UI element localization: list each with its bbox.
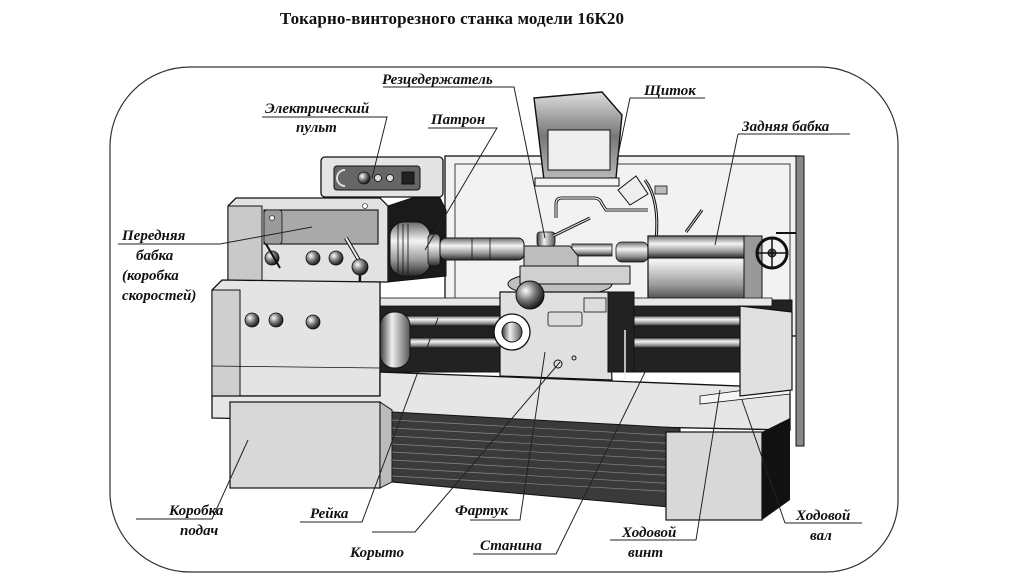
label-lead-screw-2: винт <box>628 545 663 561</box>
diagram-title-text: Токарно-винторезного станка модели 16К20 <box>279 9 625 28</box>
label-headstock-3: (коробка <box>122 268 179 284</box>
label-rack: Рейка <box>310 506 349 522</box>
part-labels: Резцедержатель Электрический пульт Патро… <box>121 72 850 561</box>
shield-guard <box>533 91 623 187</box>
electrical-panel <box>320 156 444 198</box>
label-feed-box-2: подач <box>180 523 218 539</box>
label-bed: Станина <box>480 538 542 554</box>
label-trough: Корыто <box>349 545 404 561</box>
chuck <box>387 197 447 283</box>
workpiece <box>439 237 613 261</box>
tailstock <box>615 209 796 307</box>
label-shield: Щиток <box>643 83 696 99</box>
label-electrical-2: пульт <box>296 120 337 136</box>
label-feed-shaft-2: вал <box>810 528 832 544</box>
label-headstock-4: скоростей) <box>122 288 196 304</box>
label-feed-shaft-1: Ходовой <box>795 508 850 524</box>
label-headstock-2: бабка <box>136 248 174 264</box>
label-feed-box-1: Коробка <box>168 503 224 519</box>
label-electrical-1: Электрический <box>265 101 369 117</box>
label-headstock-1: Передняя <box>121 228 186 244</box>
work-lamp <box>617 175 668 241</box>
leader-lines <box>118 86 862 555</box>
label-tool-holder: Резцедержатель <box>382 72 493 88</box>
label-chuck: Патрон <box>430 112 485 128</box>
chip-tray <box>229 305 793 521</box>
label-tailstock: Задняя бабка <box>741 119 830 135</box>
diagram-title: Токарно-винторезного станка модели 16К20 <box>0 9 1024 29</box>
feed-gearbox <box>211 279 381 397</box>
rounded-frame <box>109 66 899 573</box>
label-lead-screw-1: Ходовой <box>621 525 676 541</box>
apron <box>493 280 635 381</box>
label-apron: Фартук <box>455 503 509 519</box>
